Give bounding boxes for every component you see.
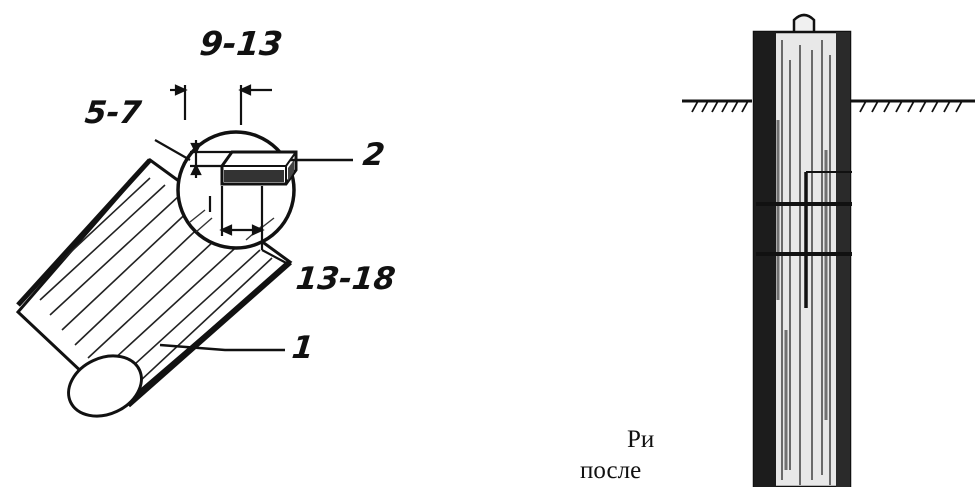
pole-shade-right <box>836 32 850 487</box>
label-cut-callout: 2 <box>361 137 387 173</box>
label-length: 13-18 <box>294 261 398 297</box>
label-depth: 5-7 <box>83 95 143 131</box>
label-log-callout: 1 <box>290 330 316 366</box>
ground-hatch-left <box>691 100 749 113</box>
log-end-face <box>67 354 143 418</box>
log-top-edge <box>16 158 152 307</box>
caption-occluder <box>658 415 748 487</box>
caption-line-1: Ри <box>627 426 655 453</box>
dim-top-width <box>170 84 272 125</box>
dim-length <box>208 186 291 266</box>
cut-block <box>220 150 298 186</box>
pole-top-knob <box>792 13 816 36</box>
pole-texture <box>781 40 831 485</box>
dim-depth <box>154 139 232 178</box>
pole-shade-left <box>754 32 776 487</box>
label-top-width: 9-13 <box>197 24 285 63</box>
pole-texture-dark <box>776 120 828 470</box>
log-diagram <box>15 84 353 418</box>
caption-line-2: после <box>580 457 642 484</box>
leader-log <box>159 343 285 352</box>
pole-diagram <box>682 13 975 489</box>
log-bottom-edge <box>126 259 292 408</box>
ground-hatch-right <box>859 100 963 113</box>
